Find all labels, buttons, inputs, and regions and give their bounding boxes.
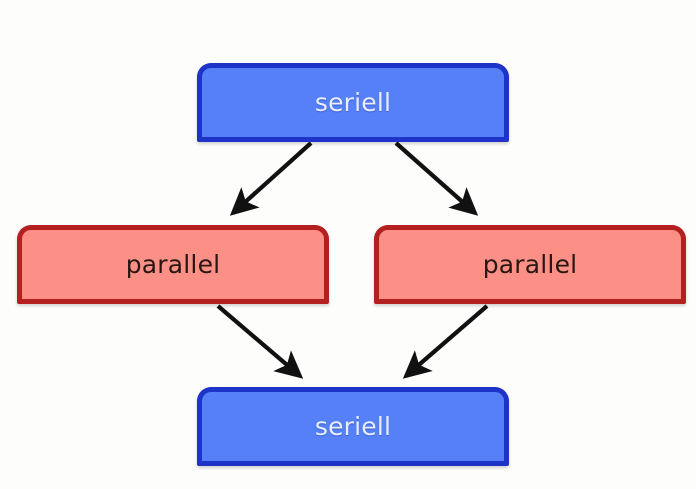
node-parallel-left-label: parallel [125,250,221,279]
node-serial-bottom-label: seriell [314,412,392,441]
edge-left-to-bottom [216,304,304,379]
node-parallel-left[interactable]: parallel [17,225,329,304]
node-serial-top-label: seriell [314,88,392,117]
node-serial-top[interactable]: seriell [197,63,509,142]
node-parallel-right-label: parallel [482,250,578,279]
node-serial-bottom[interactable]: seriell [197,387,509,466]
edge-top-to-left [229,141,313,216]
edge-right-to-bottom [402,304,489,379]
node-parallel-right[interactable]: parallel [374,225,686,304]
edge-top-to-right [394,141,479,216]
